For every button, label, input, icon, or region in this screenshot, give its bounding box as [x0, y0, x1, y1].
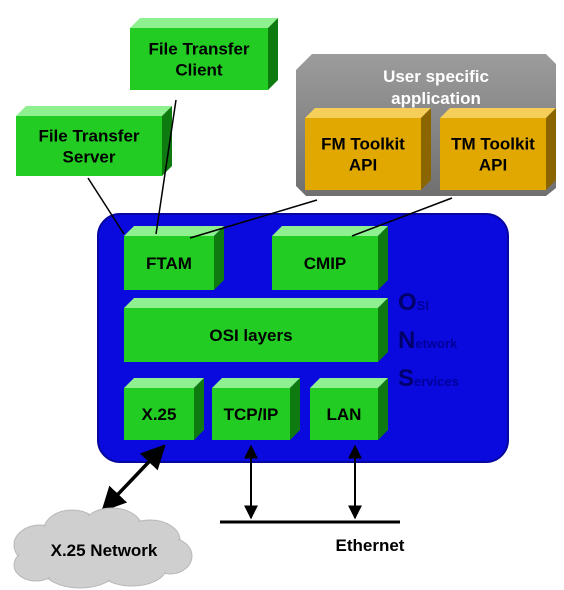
- svg-text:OSI: OSI: [398, 289, 429, 316]
- tm-toolkit-api-box-label-2: API: [479, 156, 507, 175]
- osi-title-n-rest: etwork: [415, 336, 458, 351]
- ftam-box: FTAM: [124, 226, 224, 290]
- osi-layers-box-side-face: [378, 298, 388, 362]
- fm-toolkit-to-ftam-line: [189, 199, 318, 239]
- osi-network-services-title: OSI Network Services: [398, 289, 459, 392]
- svg-text:Network: Network: [398, 327, 458, 354]
- x25-network-cloud: X.25 Network: [13, 507, 193, 589]
- fm-toolkit-api-box-front-face: [305, 118, 421, 190]
- connector-lines: [87, 99, 453, 239]
- tm-toolkit-api-box-label-1: TM Toolkit: [451, 135, 535, 154]
- file-transfer-client-box-top-face: [130, 18, 278, 28]
- osi-title-s-initial: S: [398, 365, 414, 392]
- cmip-box-top-face: [272, 226, 388, 236]
- arrows: [101, 444, 362, 520]
- x25-box-label-1: X.25: [142, 405, 177, 424]
- ethernet-label: Ethernet: [336, 536, 405, 555]
- ftam-box-side-face: [214, 226, 224, 290]
- lan-box-front-face: [310, 388, 378, 440]
- cmip-box-label-1: CMIP: [304, 254, 347, 273]
- tcpip-box-side-face: [290, 378, 300, 440]
- client-to-ftam-line: [155, 99, 177, 235]
- file-transfer-server-box-side-face: [162, 106, 172, 176]
- tcpip-box: TCP/IP: [212, 378, 300, 440]
- file-transfer-server-box-top-face: [16, 106, 172, 116]
- osi-layers-box-front-face: [124, 308, 378, 362]
- fm-toolkit-api-box-top-face: [305, 108, 431, 118]
- lan-box: LAN: [310, 378, 388, 440]
- lan-box-top-face: [310, 378, 388, 388]
- fm-toolkit-api-box-label-2: API: [349, 156, 377, 175]
- tm-toolkit-api-box-side-face: [546, 108, 556, 190]
- file-transfer-server-box-front-face: [16, 116, 162, 176]
- svg-text:Services: Services: [398, 365, 459, 392]
- osi-title-s-rest: ervices: [414, 374, 459, 389]
- x25-network-arrow: [101, 444, 166, 512]
- osi-title-o-initial: O: [398, 289, 417, 316]
- x25-box-side-face: [194, 378, 204, 440]
- tm-toolkit-api-box-top-face: [440, 108, 556, 118]
- lan-box-side-face: [378, 378, 388, 440]
- tcpip-box-label-1: TCP/IP: [224, 405, 279, 424]
- user-app-label-line2: application: [391, 89, 481, 108]
- file-transfer-client-box-label-2: Client: [175, 61, 223, 80]
- x25-box-top-face: [124, 378, 204, 388]
- x25-box-front-face: [124, 388, 194, 440]
- cmip-box-front-face: [272, 236, 378, 290]
- file-transfer-client-box-side-face: [268, 18, 278, 90]
- osi-layers-box-top-face: [124, 298, 388, 308]
- tm-toolkit-to-cmip-line: [351, 197, 453, 237]
- ftam-box-label-1: FTAM: [146, 254, 192, 273]
- file-transfer-client-box-label-1: File Transfer: [148, 40, 249, 59]
- x25-network-label: X.25 Network: [51, 541, 158, 560]
- ftam-box-top-face: [124, 226, 224, 236]
- file-transfer-server-box-label-2: Server: [63, 148, 116, 167]
- ftam-box-front-face: [124, 236, 214, 290]
- cmip-box: CMIP: [272, 226, 388, 290]
- osi-title-o-rest: SI: [417, 298, 429, 313]
- lan-box-label-1: LAN: [327, 405, 362, 424]
- tm-toolkit-api-box-front-face: [440, 118, 546, 190]
- tcpip-box-top-face: [212, 378, 300, 388]
- user-app-label-line1: User specific: [383, 67, 489, 86]
- fm-toolkit-api-box-label-1: FM Toolkit: [321, 135, 405, 154]
- server-to-ftam-line: [87, 177, 125, 235]
- cmip-box-side-face: [378, 226, 388, 290]
- osi-title-n-initial: N: [398, 327, 415, 354]
- osi-layers-box: OSI layers: [124, 298, 388, 362]
- fm-toolkit-api-box-side-face: [421, 108, 431, 190]
- tcpip-box-front-face: [212, 388, 290, 440]
- osi-layers-box-label-1: OSI layers: [209, 326, 292, 345]
- file-transfer-client-box-front-face: [130, 28, 268, 90]
- file-transfer-server-box-label-1: File Transfer: [38, 127, 139, 146]
- ethernet-bus: Ethernet: [220, 520, 405, 555]
- x25-box: X.25: [124, 378, 204, 440]
